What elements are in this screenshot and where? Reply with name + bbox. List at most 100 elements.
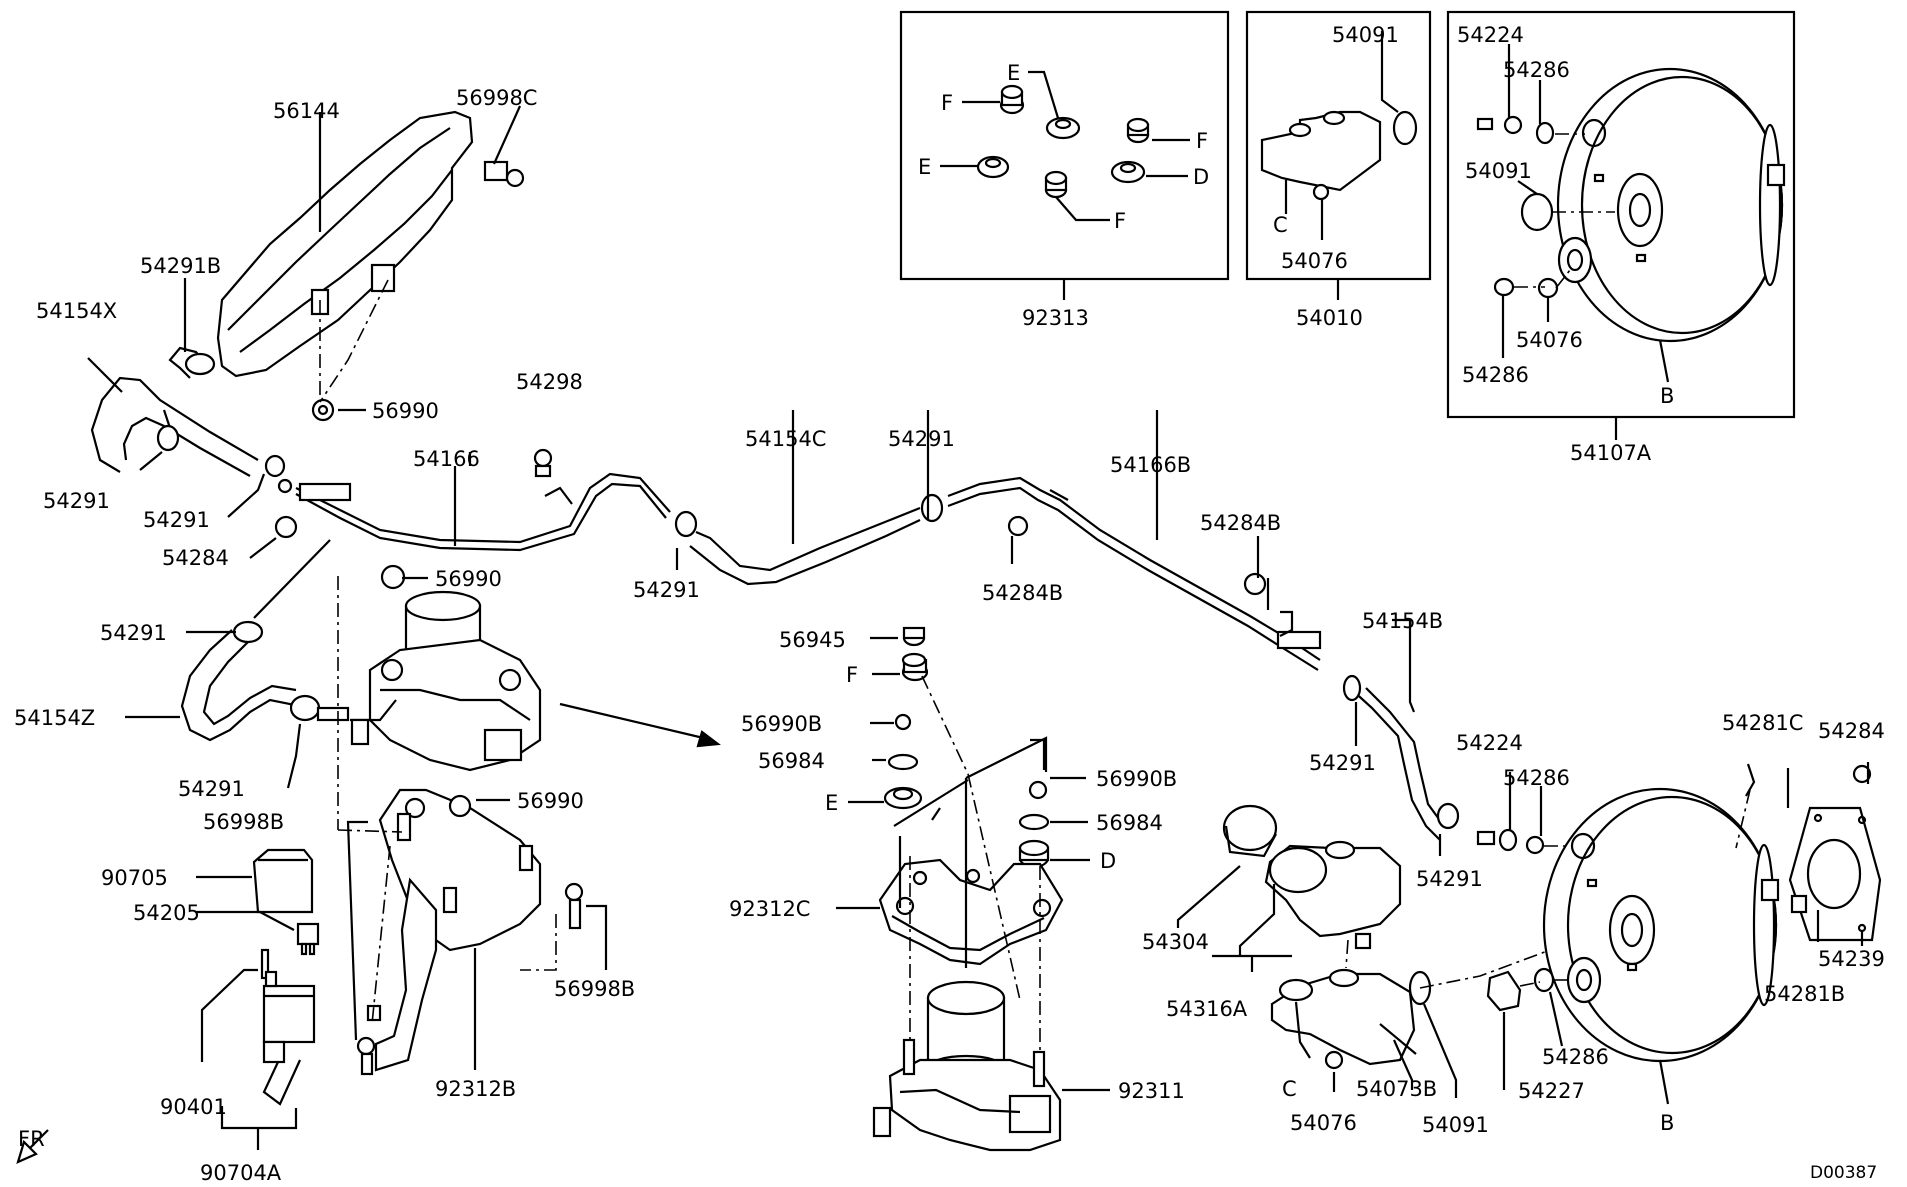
label-54298: 54298 — [516, 370, 583, 394]
reservoir-cover-icon — [216, 110, 474, 378]
front-direction-arrow-icon — [16, 1129, 49, 1164]
label-56990B-a: 56990B — [741, 712, 822, 736]
label-54154B: 54154B — [1362, 609, 1443, 633]
label-90705: 90705 — [101, 866, 168, 890]
inset-92313-label-E1: E — [1007, 61, 1020, 85]
label-54291-d: 54291 — [888, 427, 955, 451]
brake-booster-icon — [1556, 67, 1786, 343]
inset-54107A-label-54076: 54076 — [1516, 328, 1583, 352]
label-54076-c: 54076 — [1290, 1111, 1357, 1135]
label-54291-b: 54291 — [143, 508, 210, 532]
vacuum-pump-icon — [872, 980, 1062, 1152]
inset-92313-label-F3: F — [1114, 209, 1126, 233]
label-54291-c: 54291 — [633, 578, 700, 602]
label-54239: 54239 — [1818, 947, 1885, 971]
inset-92313-title: 92313 — [1022, 306, 1089, 330]
inset-92313-label-F1: F — [941, 91, 953, 115]
vacuum-hose-icon — [90, 346, 286, 478]
label-54091-c: 54091 — [1422, 1113, 1489, 1137]
nut-icon — [311, 398, 335, 422]
label-C-bottom: C — [1282, 1077, 1297, 1101]
label-B-bottom: B — [1660, 1111, 1674, 1135]
inset-54107A-title: 54107A — [1570, 441, 1652, 465]
label-54284B-b: 54284B — [1200, 511, 1281, 535]
label-56984-b: 56984 — [1096, 811, 1163, 835]
pump-bracket-icon — [878, 858, 1064, 966]
label-92311: 92311 — [1118, 1079, 1185, 1103]
front-direction-label: FR — [18, 1127, 45, 1151]
master-cylinder-icon — [1260, 110, 1418, 201]
label-56990-c: 56990 — [517, 789, 584, 813]
label-54286-d: 54286 — [1542, 1045, 1609, 1069]
vacuum-hose-icon — [180, 620, 350, 742]
inset-54107A-label-B: B — [1660, 384, 1674, 408]
bolt-icon — [356, 882, 584, 1076]
label-54304: 54304 — [1142, 930, 1209, 954]
relay-box-icon — [252, 848, 314, 914]
label-54284B-a: 54284B — [982, 581, 1063, 605]
diagram-code: D00387 — [1810, 1163, 1877, 1183]
label-56945: 56945 — [779, 628, 846, 652]
vacuum-pipe-icon — [277, 472, 1322, 671]
label-54284-a: 54284 — [162, 546, 229, 570]
inset-54107A-label-54286a: 54286 — [1503, 58, 1570, 82]
bolt-icon — [483, 160, 525, 188]
vacuum-hose-icon — [1342, 674, 1460, 841]
label-54166B: 54166B — [1110, 453, 1191, 477]
label-56990-a: 56990 — [372, 399, 439, 423]
inset-92313-label-E2: E — [918, 155, 931, 179]
label-56998B-b: 56998B — [554, 977, 635, 1001]
label-E-center: E — [825, 791, 838, 815]
inset-54010: 54091 C 54076 54010 — [1245, 10, 1432, 330]
label-56990-b: 56990 — [435, 567, 502, 591]
label-54291-g: 54291 — [1309, 751, 1376, 775]
label-54291-f: 54291 — [178, 777, 245, 801]
label-54154X: 54154X — [36, 299, 117, 323]
inset-54107A-label-54286b: 54286 — [1462, 363, 1529, 387]
booster-gasket-icon — [1788, 806, 1882, 942]
label-54291-h: 54291 — [1416, 867, 1483, 891]
label-56990B-b: 56990B — [1096, 767, 1177, 791]
label-54286-c: 54286 — [1503, 766, 1570, 790]
inset-92313-label-D: D — [1193, 165, 1209, 189]
vacuum-pump-icon — [350, 564, 542, 772]
inset-92313-label-F2: F — [1196, 129, 1208, 153]
label-F-center: F — [846, 663, 858, 687]
label-54291B: 54291B — [140, 254, 221, 278]
inset-54107A-label-54224: 54224 — [1457, 23, 1524, 47]
label-56144: 56144 — [273, 99, 340, 123]
reservoir-tank-icon — [1222, 804, 1402, 950]
label-54224-b: 54224 — [1456, 731, 1523, 755]
vacuum-sensor-icon — [1486, 970, 1522, 1012]
label-D-center: D — [1100, 849, 1116, 873]
bolt-icon — [1476, 764, 1872, 993]
label-54205: 54205 — [133, 901, 200, 925]
clevis-pin-icon — [1745, 763, 1808, 914]
relay-icon — [260, 948, 316, 1106]
label-54154C: 54154C — [745, 427, 826, 451]
label-54291-e: 54291 — [100, 621, 167, 645]
master-cylinder-icon — [1270, 968, 1432, 1070]
inset-54010-label-54091: 54091 — [1332, 23, 1399, 47]
inset-54107A: 54224 54286 54091 54076 54286 B 54107A — [1446, 10, 1796, 465]
label-90401: 90401 — [160, 1095, 227, 1119]
label-54291-a: 54291 — [43, 489, 110, 513]
label-56998C: 56998C — [456, 86, 537, 110]
inset-54010-title: 54010 — [1296, 306, 1363, 330]
label-54154Z: 54154Z — [14, 706, 95, 730]
label-54073B: 54073B — [1356, 1077, 1437, 1101]
label-54281C: 54281C — [1722, 711, 1803, 735]
clip-icon — [274, 448, 1294, 637]
label-90704A: 90704A — [200, 1161, 282, 1185]
label-92312C: 92312C — [729, 897, 810, 921]
label-56984-a: 56984 — [758, 749, 825, 773]
inset-92313: E F F E D F 92313 — [899, 10, 1230, 330]
brake-booster-icon — [1542, 787, 1780, 1063]
inset-54010-label-C: C — [1273, 213, 1288, 237]
label-54316A: 54316A — [1166, 997, 1248, 1021]
inset-54010-label-54076: 54076 — [1281, 249, 1348, 273]
label-54227: 54227 — [1518, 1079, 1585, 1103]
grommet-icon — [976, 84, 1150, 199]
